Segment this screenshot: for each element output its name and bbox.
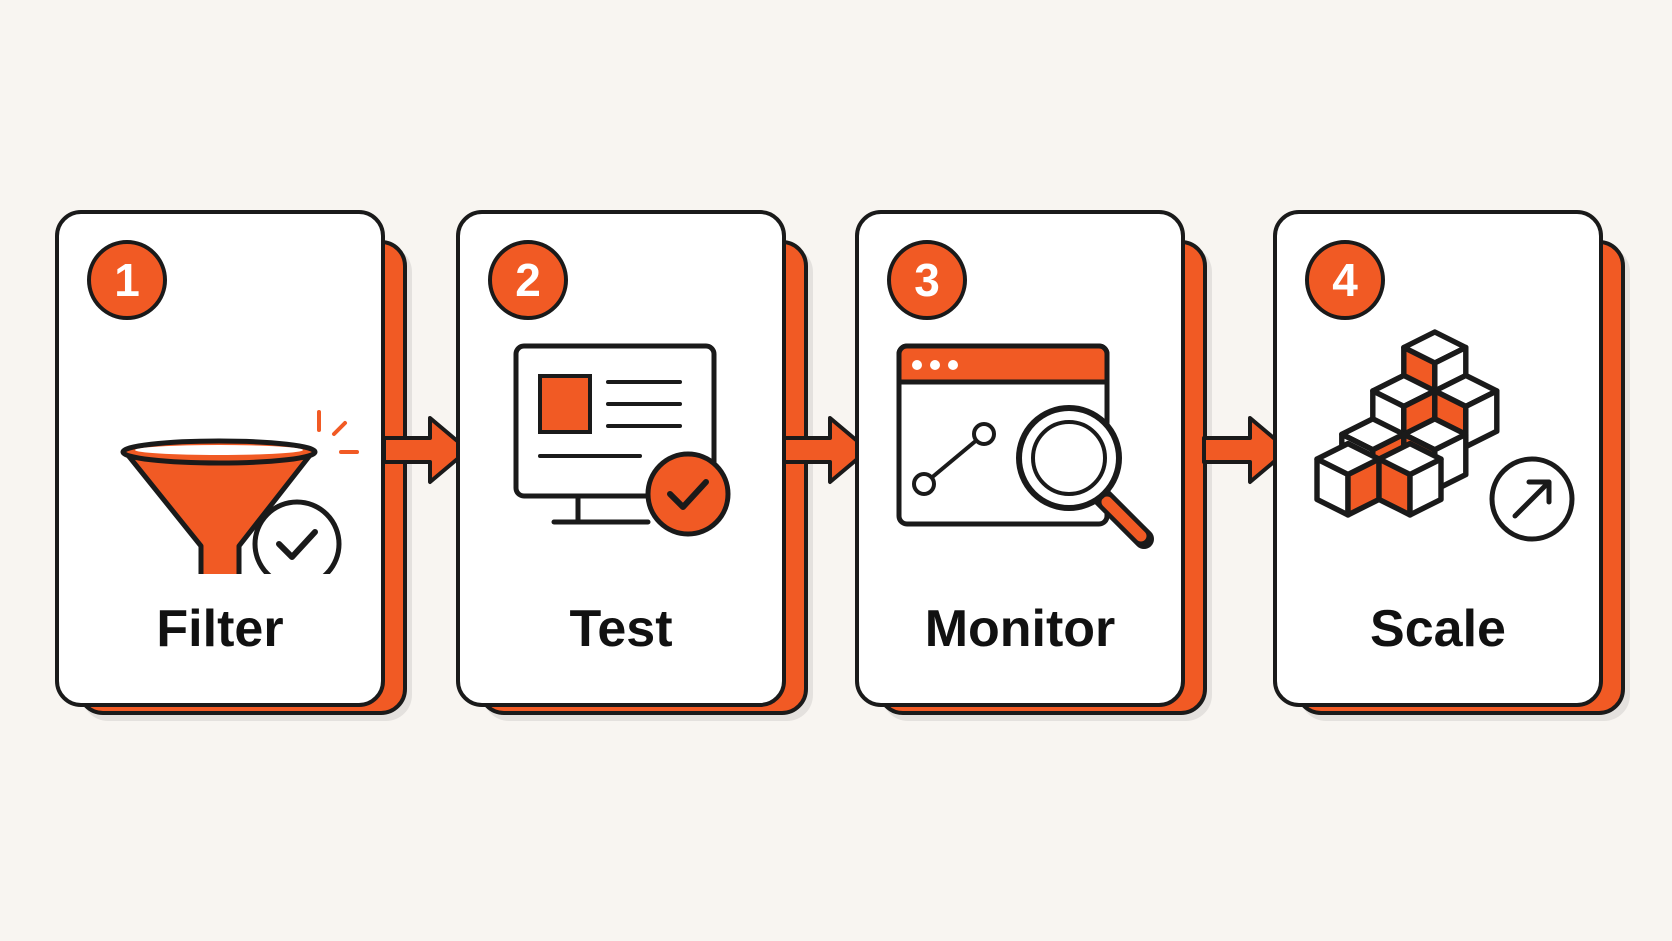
step-number-badge: 1	[87, 240, 167, 320]
step-label: Scale	[1370, 600, 1506, 658]
step-card: 2 Test	[456, 210, 786, 707]
step-test: 2 Test	[456, 210, 808, 715]
browser-chart-magnifier-icon	[896, 343, 1154, 549]
step-number-badge: 2	[488, 240, 568, 320]
step-label: Filter	[156, 600, 284, 658]
funnel-check-icon	[120, 410, 359, 574]
arrow-right-icon	[382, 416, 470, 484]
monitor-check-icon	[513, 343, 731, 537]
step-filter: 1 Filter	[55, 210, 407, 715]
step-card: 3 Monitor	[855, 210, 1185, 707]
step-label: Monitor	[924, 600, 1116, 658]
step-number-badge: 4	[1305, 240, 1385, 320]
step-card: 1 Filter	[55, 210, 385, 707]
step-scale: 4	[1273, 210, 1625, 715]
cubes-growth-icon	[1297, 324, 1575, 542]
arrow-right-icon	[1202, 416, 1290, 484]
arrow-right-icon	[782, 416, 870, 484]
step-number-badge: 3	[887, 240, 967, 320]
step-label: Test	[569, 600, 673, 658]
step-card: 4	[1273, 210, 1603, 707]
step-monitor: 3 Monitor	[855, 210, 1207, 715]
